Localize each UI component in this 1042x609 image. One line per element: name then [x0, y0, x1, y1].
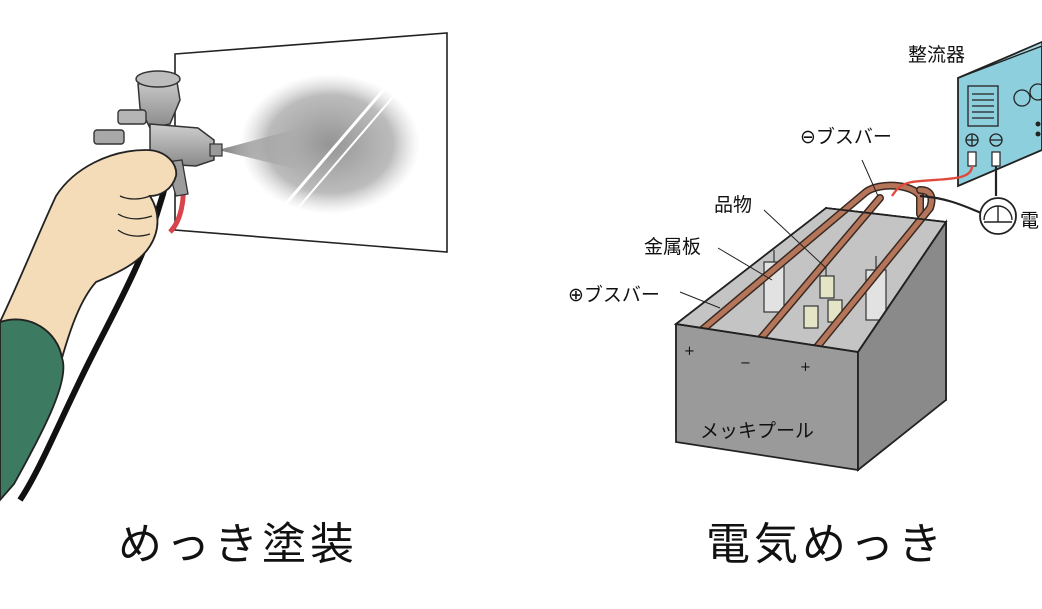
spray-painting-illustration	[0, 32, 448, 502]
red-wire	[891, 165, 974, 197]
spray-cone	[218, 128, 300, 170]
leader-line	[717, 247, 773, 281]
bus-bars	[686, 181, 936, 362]
electroplating-illustration	[673, 41, 1042, 472]
sign-minus-middle: −	[740, 356, 751, 371]
label-minus-busbar: ⊖ブスバー	[800, 126, 892, 148]
sign-plus-right: +	[800, 360, 811, 375]
sleeve	[0, 318, 65, 502]
label-metal-plate: 金属板	[644, 236, 702, 258]
label-plating-pool: メッキプール	[700, 420, 815, 442]
ammeter-icon	[979, 197, 1017, 235]
finger-lines	[117, 195, 153, 237]
label-ammeter: 電	[1020, 210, 1040, 232]
label-product: 品物	[714, 194, 753, 216]
label-plus-busbar: ⊕ブスバー	[568, 284, 660, 306]
paint-spot	[240, 74, 420, 214]
caption-electroplating: 電気めっき	[706, 519, 946, 570]
caption-spray-plating: めっき塗装	[118, 519, 358, 570]
spray-gun	[93, 70, 223, 197]
label-rectifier: 整流器	[908, 44, 966, 66]
knob-icon	[1013, 89, 1031, 107]
leader-line	[679, 291, 721, 309]
product-item	[819, 275, 835, 299]
leader-line	[763, 209, 827, 269]
product-item	[803, 305, 819, 329]
panel-reflection	[270, 79, 394, 221]
leader-line	[861, 159, 879, 197]
hand-arm	[0, 149, 178, 359]
black-wire	[919, 166, 998, 216]
knob-icon	[1029, 83, 1042, 101]
rectifier-unit	[957, 41, 1042, 188]
panel-reflection	[285, 83, 405, 223]
tank-rim	[673, 207, 948, 353]
sign-plus-left: +	[684, 344, 695, 359]
